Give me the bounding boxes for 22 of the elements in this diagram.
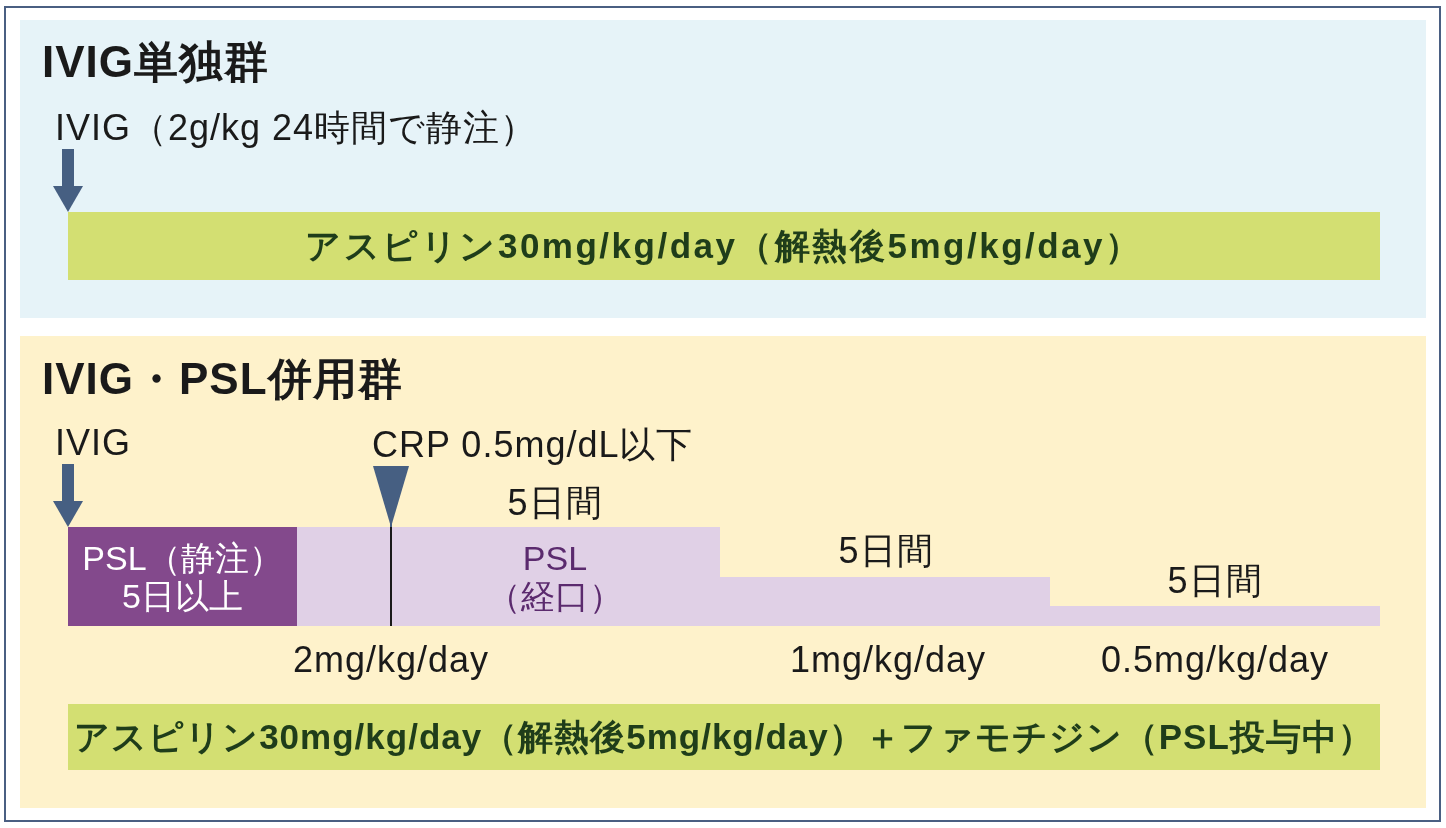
step-bar (720, 577, 1050, 626)
medication-bar: アスピリン30mg/kg/day（解熱後5mg/kg/day）＋ファモチジン（PSL投与中） (68, 704, 1380, 770)
treatment-label: IVIG（2g/kg 24時間で静注） (55, 107, 538, 149)
group-panel (20, 20, 1426, 318)
duration-label: 5日間 (1167, 560, 1263, 602)
triangle-pointer (373, 465, 409, 528)
dose-label: 2mg/kg/day (292, 639, 490, 681)
arrow (53, 464, 83, 527)
step-bar (1050, 606, 1380, 626)
treatment-bar: PSL （経口） (297, 527, 720, 626)
group-panel (20, 336, 1426, 808)
treatment-label: IVIG (55, 422, 132, 464)
duration-label: 5日間 (507, 482, 603, 524)
condition-label: CRP 0.5mg/dL以下 (372, 424, 694, 466)
arrow (53, 149, 83, 212)
dose-label: 1mg/kg/day (789, 639, 987, 681)
dose-label: 0.5mg/kg/day (1100, 639, 1330, 681)
medication-bar: アスピリン30mg/kg/day（解熱後5mg/kg/day） (68, 212, 1380, 280)
treatment-bar: PSL（静注） 5日以上 (68, 527, 297, 626)
panel-heading: IVIG単独群 (42, 36, 270, 88)
duration-label: 5日間 (838, 530, 934, 572)
panel-heading: IVIG・PSL併用群 (42, 353, 403, 405)
